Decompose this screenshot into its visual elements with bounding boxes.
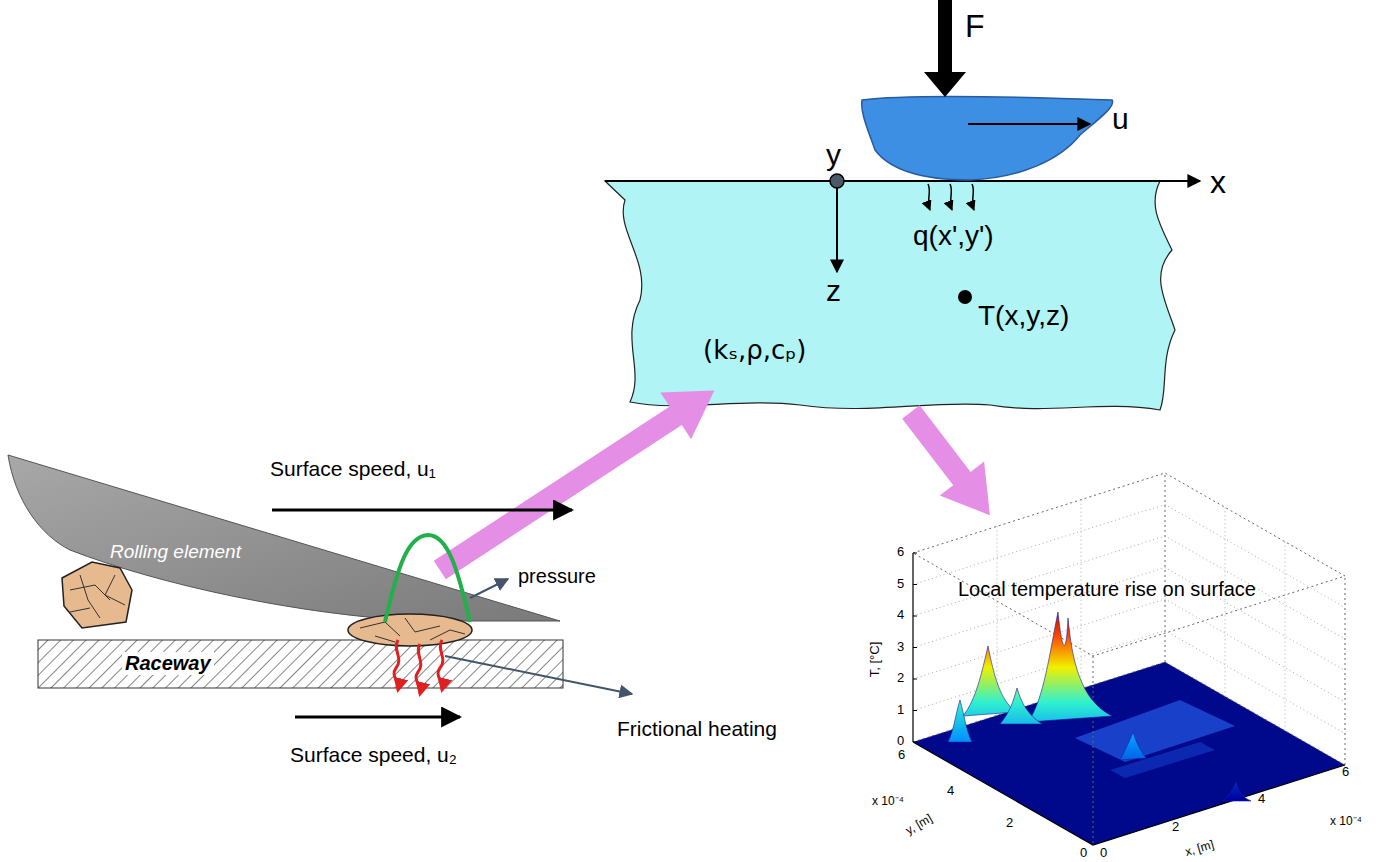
label: 0 [1100,846,1107,861]
label: x, [m] [1184,838,1216,859]
label: x 10⁻⁴ [1330,815,1362,829]
label: 0 [1080,846,1087,861]
label: y [826,138,841,173]
label: 4 [947,784,954,799]
velocity-arrow [968,123,1090,125]
label: y, [m] [903,812,935,838]
node-text: q(x',y') [913,220,994,252]
label: u [1112,102,1129,137]
node-text: T(x,y,z) [978,300,1069,332]
debris-particle [62,562,132,628]
temperature-plot-shape [870,488,1380,860]
label: z [826,274,841,309]
label: Frictional heating [617,717,777,741]
rolling-element: Rolling element [8,453,563,653]
node-text: Rolling element [110,541,241,563]
label: 6 [897,545,904,560]
label: 6 [1342,765,1349,780]
temperature-plot: Local temperature rise on surface [870,488,1380,860]
raceway-shape [38,640,563,688]
label: T, [°C] [868,642,883,678]
speed-arrow [295,716,460,719]
label: 2 [897,671,904,686]
node-text: Local temperature rise on surface [958,578,1256,601]
label: F [965,8,985,45]
speed-arrow [272,509,572,512]
raceway: Raceway [38,640,563,688]
label: 6 [898,748,905,763]
semi-infinite-body-shape [605,178,1180,418]
node-text: (kₛ,ρ,cₚ) [703,336,807,366]
rolling-element-shape [8,453,563,653]
label: 0 [897,734,904,749]
label: Surface speed, u₂ [290,743,457,767]
label: x 10⁻⁴ [872,795,904,809]
flow-arrow [902,405,990,515]
force-arrow [924,0,966,97]
label: 4 [897,608,904,623]
flow-arrow [434,391,715,580]
label: 4 [1258,792,1265,807]
label: x [1210,164,1226,201]
node-text: Raceway [122,652,214,675]
label: 2 [1006,816,1013,831]
label: 5 [897,577,904,592]
label: pressure [518,565,596,588]
label: Surface speed, u₁ [270,457,436,481]
semi-infinite-body: q(x',y') T(x,y,z) (kₛ,ρ,cₚ) [605,178,1180,418]
label: 3 [897,640,904,655]
label: 1 [897,703,904,718]
label: 2 [1172,820,1179,835]
slider [862,97,1113,180]
